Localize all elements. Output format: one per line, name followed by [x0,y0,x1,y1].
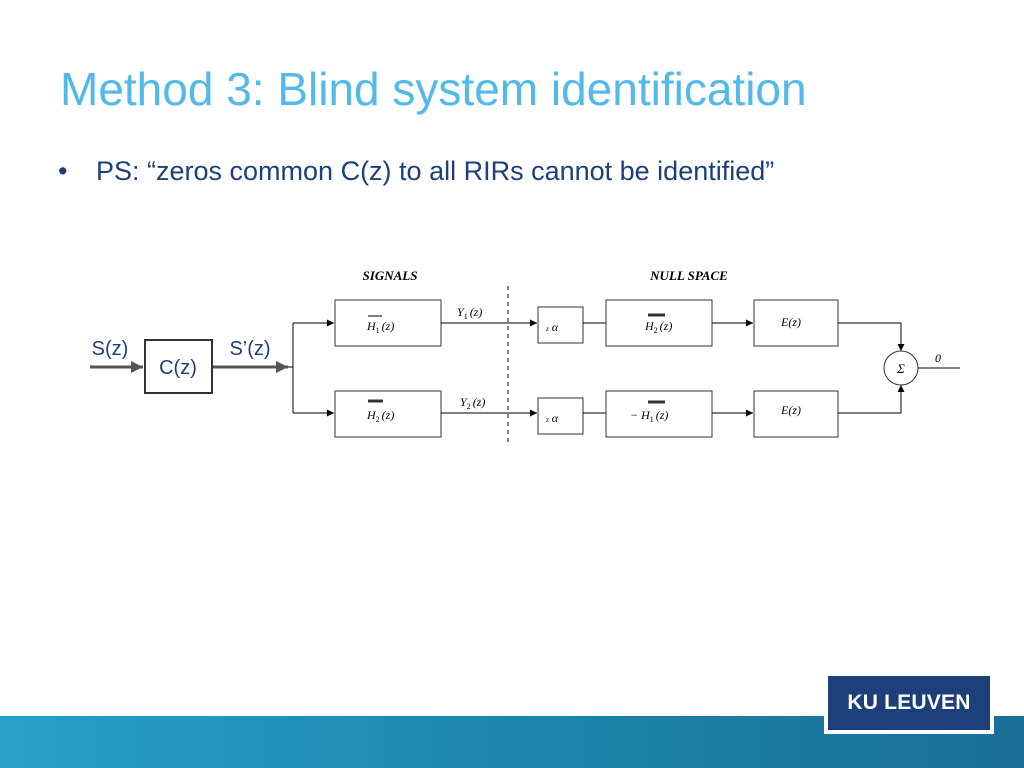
e-bottom-to-sum [838,385,905,414]
logo-text: KU LEUVEN [828,676,990,730]
scale-block-top [537,306,584,344]
h2-block [334,390,442,438]
input-signal-label: S(z) [92,338,129,360]
cross-bottom-label: − H1(z) [630,408,668,424]
filtered-signal-label: S’(z) [229,338,270,360]
e-filter-top [753,299,839,347]
sum-symbol: Σ [896,361,905,376]
cross-filter-top [605,299,713,347]
e-filter-bottom-label: E(z) [780,403,801,417]
h1-block [334,299,442,347]
h2-label: H2(z) [366,408,394,424]
null-space-heading: NULL SPACE [649,268,728,283]
output-value: 0 [935,351,941,365]
y2-label: Y2(z) [460,395,485,411]
cross-top-label: H2(z) [644,319,672,335]
bullet-dot: • [58,156,68,186]
h1-label: H1(z) [366,319,394,335]
signals-heading: SIGNALS [363,268,418,283]
e-filter-top-label: E(z) [780,315,801,329]
y1-label: Y1(z) [457,305,482,321]
bullet-item: • PS: “zeros common C(z) to all RIRs cann… [58,156,774,187]
slide-title: Method 3: Blind system identification [60,63,807,115]
common-zeros-block [144,339,213,394]
e-filter-bottom [753,390,839,438]
common-zeros-label: C(z) [159,357,197,379]
cross-filter-bottom [605,390,713,438]
bullet-text: PS: “zeros common C(z) to all RIRs canno… [96,156,775,186]
e-top-to-sum [838,322,905,351]
ku-leuven-logo: KU LEUVEN [824,672,994,734]
scale-block-bottom [537,397,584,435]
